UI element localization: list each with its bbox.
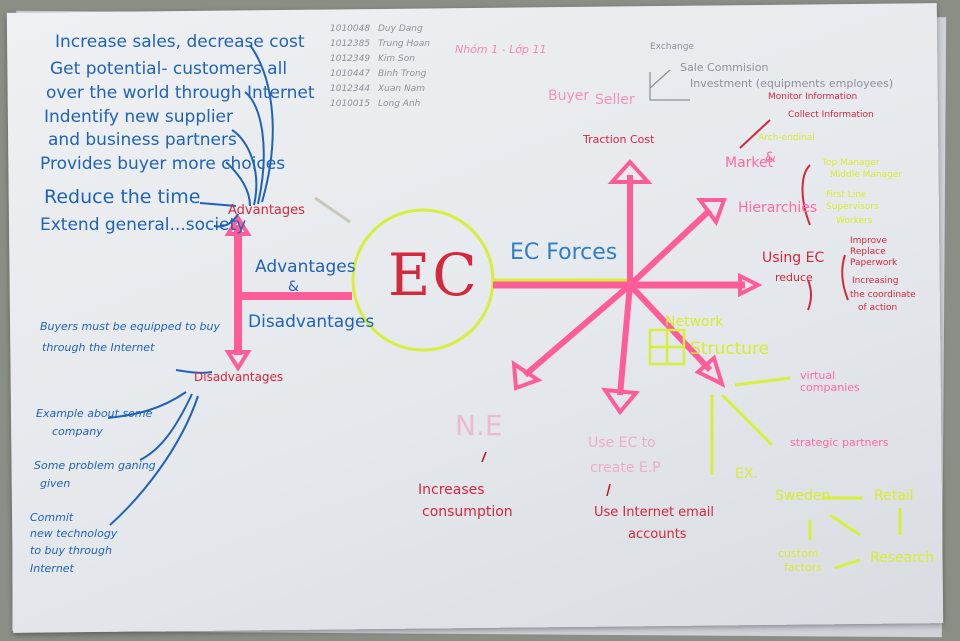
bottom-arrows: [481, 451, 611, 497]
advantage-item: Indentify new supplier: [44, 107, 234, 127]
market-note: Collect Information: [788, 110, 874, 120]
left-down-arrowhead: [224, 350, 252, 372]
forces-label: EC Forces: [510, 240, 617, 265]
disadvantages-arrows: [107, 369, 213, 526]
team-name: Binh Trong: [378, 69, 427, 79]
disadvantage-item: Example about some: [36, 407, 153, 420]
reduce-note: Improve: [850, 236, 888, 246]
reduce-note: Increasing: [852, 276, 899, 286]
branch-label-advantages: Advantages: [255, 257, 356, 277]
team-id: 1012349: [330, 54, 371, 64]
increases-label: Increases: [418, 482, 485, 498]
retail-label: Retail: [874, 488, 914, 504]
advantage-item: Increase sales, decrease cost: [55, 32, 305, 52]
group-label: Nhóm 1 - Lớp 11: [455, 43, 547, 56]
forces-label-text: EC Forces: [510, 240, 618, 265]
reduce-note: Paperwork: [850, 258, 898, 268]
forces-arrows: [523, 175, 713, 396]
ex-label: EX.: [735, 466, 758, 482]
branch-label-disadvantages: Disadvantages: [248, 312, 375, 332]
disadvantage-item: to buy through: [30, 544, 112, 557]
pencil-mark: [314, 196, 351, 224]
advantage-item: Reduce the time: [44, 186, 201, 208]
disadvantage-item: through the Internet: [42, 341, 155, 354]
consumption-label: consumption: [422, 504, 513, 520]
market-amp: &: [765, 150, 776, 166]
team-name: Long Anh: [378, 99, 421, 109]
advantage-item: over the world through Internet: [46, 83, 315, 103]
advantage-item: and business partners: [48, 130, 237, 150]
network-grid: [648, 328, 686, 366]
disadvantage-item: Commit: [30, 511, 74, 524]
team-id: 1010447: [330, 69, 371, 79]
advantages-label: Advantages: [228, 203, 305, 218]
gray-axis: [649, 69, 690, 101]
yellow-arrows: [710, 376, 902, 570]
factors-label: factors: [784, 561, 822, 574]
sales-commission-label: Sale Commision: [680, 61, 769, 74]
team-name: Xuan Nam: [378, 84, 425, 94]
ne-label: N.E: [455, 409, 503, 442]
advantages-arrows: [199, 44, 274, 228]
companies-label: companies: [800, 381, 860, 394]
custom-label: custom: [778, 547, 819, 560]
advantage-item: Extend general...society: [40, 215, 247, 235]
virtual-label: virtual: [800, 369, 836, 382]
market-note: Monitor Information: [768, 92, 858, 102]
team-id: 1010048: [330, 24, 371, 34]
reduce-note: the coordinate: [850, 290, 916, 300]
market-note: Arch-endinal: [758, 133, 815, 143]
network-label: Network: [665, 314, 724, 330]
disadvantage-item: Internet: [30, 562, 74, 575]
sweden-label: Sweden: [775, 488, 831, 504]
seller-label: Seller: [595, 92, 635, 108]
hierarchy-note: Workers: [836, 216, 873, 226]
strategic-partners-label: strategic partners: [790, 436, 889, 449]
forces-arrowheads: [511, 159, 763, 416]
team-id: 1012385: [330, 39, 371, 49]
team-name: Duy Dang: [378, 24, 423, 34]
disadvantage-item: Some problem ganing: [34, 459, 156, 472]
reduce-note: of action: [858, 303, 898, 313]
investment-label: Investment (equipments employees): [690, 77, 894, 90]
disadvantage-item: company: [52, 425, 103, 438]
structure-label: Structure: [690, 339, 770, 359]
use-internet-email-label: Use Internet email: [594, 505, 715, 520]
center-label: EC: [388, 241, 479, 309]
buyer-label: Buyer: [548, 88, 590, 104]
disadvantage-item: new technology: [30, 527, 118, 540]
create-ep-label: create E.P: [590, 460, 661, 476]
hierarchy-note: Middle Manager: [830, 170, 903, 180]
team-id: 1010015: [330, 99, 371, 109]
disadvantage-item: Buyers must be equipped to buy: [40, 320, 221, 333]
market-arrows: [739, 119, 849, 311]
exchange-top-label: Exchange: [650, 42, 694, 52]
hierarchy-note: First Line: [826, 190, 867, 200]
using-ec-label: Using EC: [762, 250, 825, 266]
hierarchy-note: Supervisors: [826, 202, 879, 212]
reduce-note: Replace: [850, 247, 886, 257]
traction-cost-label: Traction Cost: [583, 133, 655, 146]
advantage-item: Provides buyer more choices: [40, 154, 286, 174]
hierarchy-note: Top Manager: [822, 158, 880, 168]
team-ids: 1010048 1012385 1012349 1010447 1012344 …: [330, 24, 370, 114]
disadvantages-label: Disadvantages: [194, 370, 284, 384]
accounts-label: accounts: [628, 527, 687, 542]
team-id: 1012344: [330, 84, 371, 94]
reduce-label: reduce: [775, 271, 813, 284]
market-label: Market: [725, 155, 774, 171]
team-name: Kim Son: [378, 54, 415, 64]
team-names: Duy Dang Trung Hoan Kim Son Binh Trong X…: [378, 24, 430, 114]
research-label: Research: [870, 550, 935, 566]
hierarchies-label: Hierarchies: [738, 200, 818, 216]
disadvantage-item: given: [40, 477, 71, 490]
left-up-arrowhead: [224, 214, 252, 236]
use-ec-to-label: Use EC to: [588, 435, 656, 451]
branch-label-amp: &: [288, 279, 299, 295]
advantage-item: Get potential- customers all: [50, 59, 288, 79]
team-name: Trung Hoan: [378, 39, 430, 49]
